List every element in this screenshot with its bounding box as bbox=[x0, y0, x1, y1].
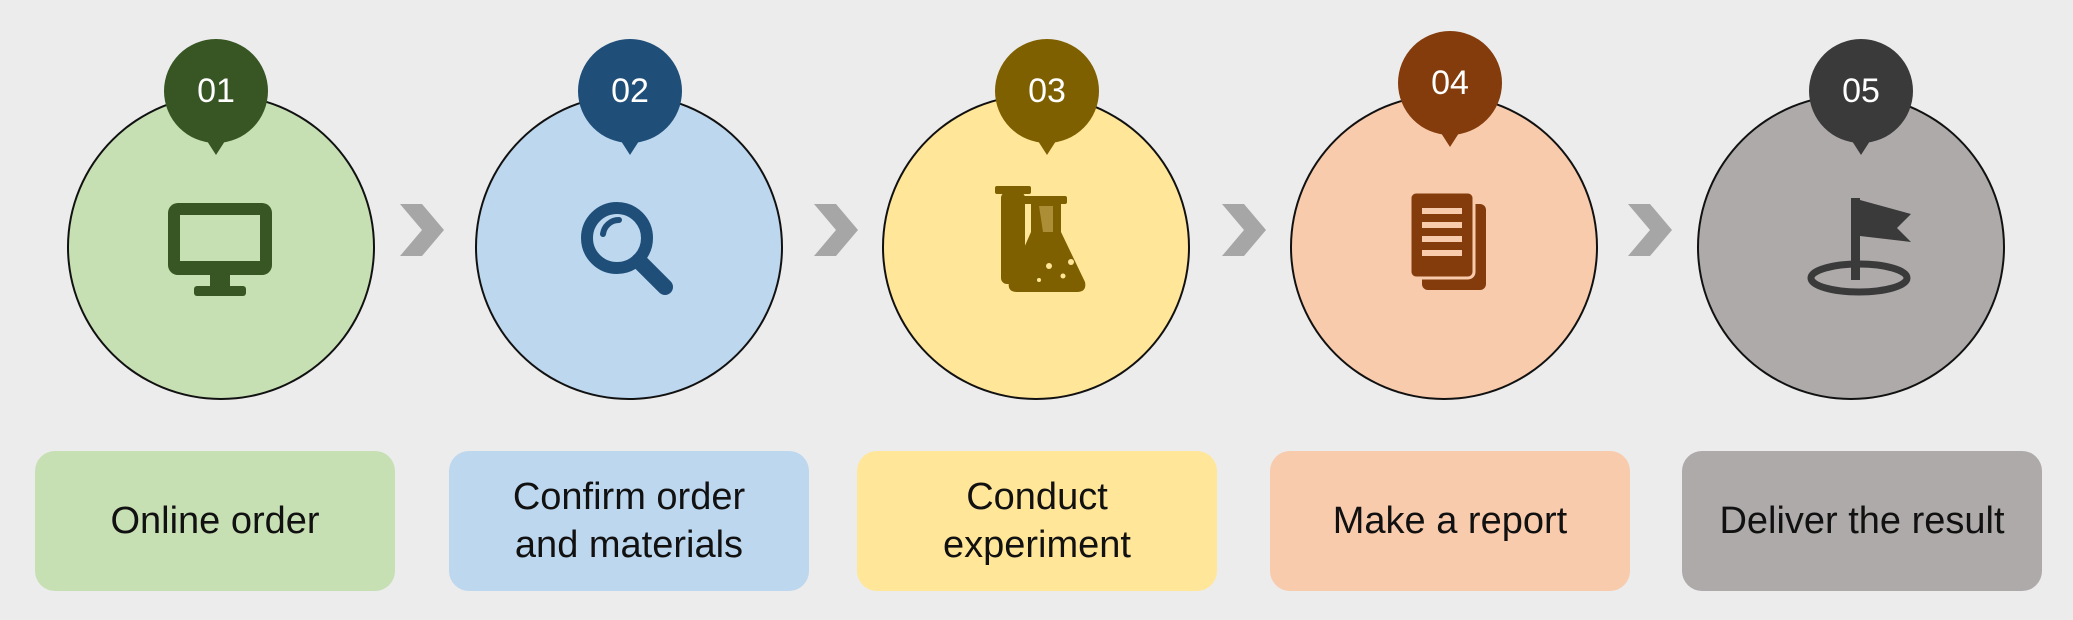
step-4-number: 04 bbox=[1431, 63, 1469, 102]
arrow-2-icon bbox=[814, 204, 858, 256]
step-5-label: Deliver the result bbox=[1719, 500, 2005, 542]
step-2-label-box: Confirm order and materials bbox=[449, 451, 809, 591]
step-3-label-box: Conduct experiment bbox=[857, 451, 1217, 591]
flag-icon bbox=[1807, 198, 1911, 296]
step-3-label: Conduct experiment bbox=[943, 476, 1131, 566]
magnifier-icon bbox=[581, 202, 673, 295]
step-2-label: Confirm order and materials bbox=[512, 476, 746, 566]
arrow-1-icon bbox=[400, 204, 444, 256]
step-1-label-box: Online order bbox=[35, 451, 395, 591]
step-3-badge: 03 bbox=[995, 39, 1099, 155]
step-4-label: Make a report bbox=[1332, 500, 1568, 542]
step-4-badge: 04 bbox=[1398, 31, 1502, 147]
flask-icon bbox=[995, 186, 1086, 292]
step-2-number: 02 bbox=[611, 71, 649, 110]
step-5-badge: 05 bbox=[1809, 39, 1913, 155]
arrow-4-icon bbox=[1628, 204, 1672, 256]
step-3-number: 03 bbox=[1028, 71, 1066, 110]
monitor-icon bbox=[168, 203, 272, 296]
step-5-label-box: Deliver the result bbox=[1682, 451, 2042, 591]
step-5-number: 05 bbox=[1842, 71, 1880, 110]
step-1-label: Online order bbox=[110, 500, 320, 542]
document-icon bbox=[1408, 190, 1486, 290]
step-1-number: 01 bbox=[197, 71, 235, 110]
step-1-badge: 01 bbox=[164, 39, 268, 155]
step-4-label-box: Make a report bbox=[1270, 451, 1630, 591]
arrow-3-icon bbox=[1222, 204, 1266, 256]
step-2-badge: 02 bbox=[578, 39, 682, 155]
